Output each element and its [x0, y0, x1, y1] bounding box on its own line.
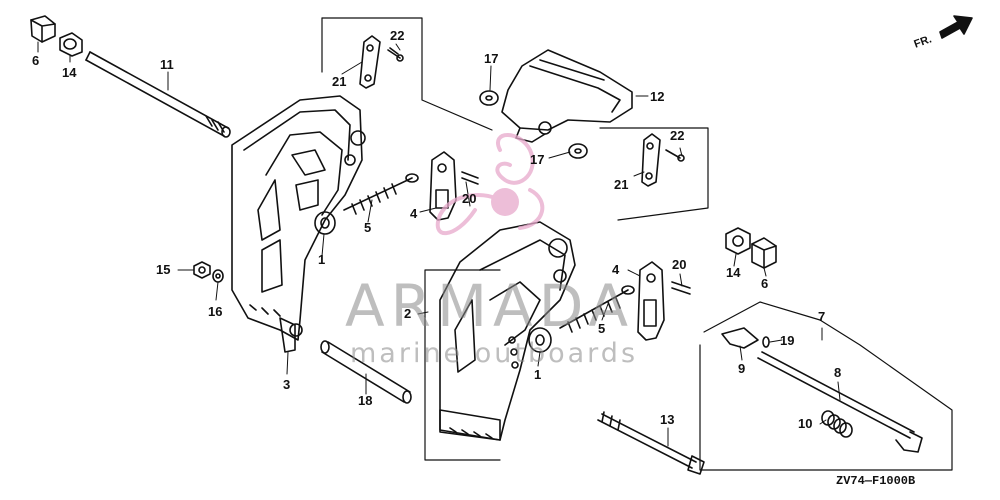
callout-9: 9	[738, 361, 746, 376]
callout-6-right: 6	[761, 276, 769, 291]
screw-22-upper	[387, 47, 404, 62]
screw-22-right	[665, 149, 685, 162]
callout-5-upper: 5	[364, 220, 372, 235]
shaft-group-box	[699, 301, 953, 471]
callout-14-right: 14	[726, 265, 741, 280]
callout-1-lower: 1	[534, 367, 542, 382]
washer-1-upper	[314, 211, 336, 235]
nut-14-left	[59, 32, 83, 57]
callout-11: 11	[160, 57, 174, 72]
washer-17-upper	[479, 90, 499, 106]
plate-9	[721, 327, 759, 349]
cap-nut-6-right	[751, 237, 777, 269]
callout-21-upper: 21	[332, 74, 347, 89]
cap-nut-6-left	[30, 15, 56, 43]
callout-4-upper: 4	[410, 206, 418, 221]
watermark-emblem	[435, 133, 545, 236]
link-21-upper	[359, 35, 381, 89]
spring-10	[821, 410, 853, 438]
bolt-13	[597, 411, 705, 475]
pin-20-upper	[461, 171, 479, 185]
pin-20-lower	[671, 281, 691, 295]
link-21-right	[641, 133, 661, 187]
spring-rod-5-lower	[559, 285, 635, 333]
callout-14-left: 14	[62, 65, 77, 80]
diagram-code: ZV74—F1000B	[836, 474, 916, 488]
callout-18: 18	[358, 393, 373, 408]
callout-1-upper: 1	[318, 252, 326, 267]
callout-5-lower: 5	[598, 321, 606, 336]
callout-22-right: 22	[670, 128, 685, 143]
callout-12: 12	[650, 89, 665, 104]
watermark-tagline: marine outboards	[350, 338, 639, 369]
front-direction-arrow	[939, 15, 973, 39]
shaft-8	[757, 351, 923, 453]
callout-2: 2	[404, 306, 412, 321]
nut-14-right	[725, 227, 751, 255]
washer-16	[212, 269, 224, 283]
callout-4-lower: 4	[612, 262, 620, 277]
callout-6-left: 6	[32, 53, 40, 68]
callout-22-upper: 22	[390, 28, 405, 43]
lever-4-upper	[429, 151, 457, 221]
cover-12	[501, 49, 633, 143]
callout-21-right: 21	[614, 177, 629, 192]
left-bracket-3	[231, 95, 366, 353]
callout-3: 3	[283, 377, 291, 392]
watermark-brand: ARMADA	[345, 272, 635, 340]
nut-15	[193, 261, 211, 279]
bolt-11	[85, 51, 231, 138]
callout-16: 16	[208, 304, 223, 319]
callout-20-upper: 20	[462, 191, 477, 206]
callout-13: 13	[660, 412, 675, 427]
callout-20-lower: 20	[672, 257, 687, 272]
right-bracket-2	[439, 221, 576, 441]
leader-lines	[37, 41, 841, 447]
callout-8: 8	[834, 365, 842, 380]
lever-4-lower	[637, 261, 665, 341]
spring-rod-5-upper	[343, 173, 419, 215]
callout-17-upper: 17	[484, 51, 499, 66]
upper-link-group-box	[321, 17, 709, 461]
pin-19	[762, 336, 770, 348]
tube-18	[320, 340, 412, 404]
washer-17-lower	[568, 143, 588, 159]
callout-15: 15	[156, 262, 171, 277]
callout-19: 19	[780, 333, 795, 348]
callout-7: 7	[818, 309, 826, 324]
callout-17-lower: 17	[530, 152, 545, 167]
callout-10: 10	[798, 416, 813, 431]
